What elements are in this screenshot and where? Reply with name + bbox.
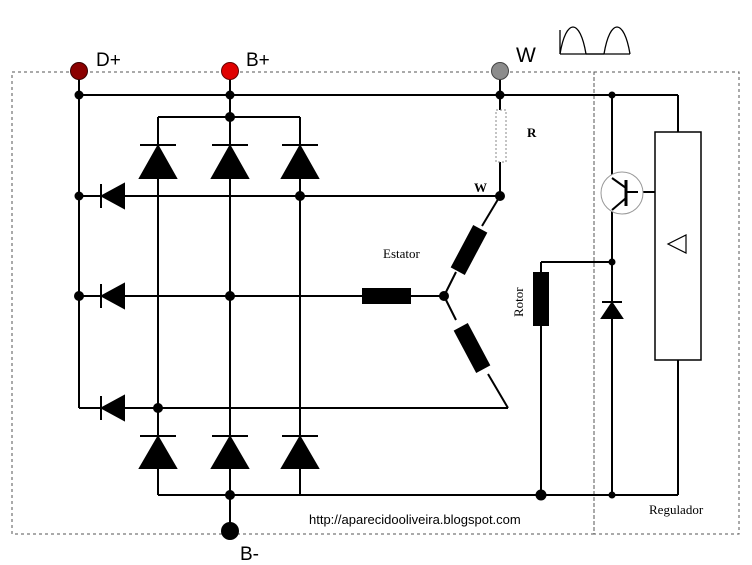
regulator-triangle-icon bbox=[666, 234, 687, 254]
regulator-label: Regulador bbox=[649, 502, 704, 517]
transistor-icon bbox=[600, 171, 644, 215]
b-minus-terminal bbox=[221, 522, 239, 540]
diode-exciter-3 bbox=[99, 394, 125, 422]
d-plus-terminal bbox=[70, 62, 88, 80]
regulator-ic bbox=[654, 131, 702, 361]
regulator-diode bbox=[600, 301, 624, 319]
stator-winding-horizontal bbox=[362, 288, 411, 304]
resistor-label: R bbox=[527, 125, 537, 140]
resistor-r bbox=[495, 109, 507, 163]
diode-exciter-2 bbox=[99, 282, 125, 310]
diode-lower-3 bbox=[280, 435, 320, 469]
alternator-enclosure bbox=[11, 71, 595, 535]
diode-exciter-1 bbox=[99, 182, 125, 210]
stator-winding-lower bbox=[453, 323, 491, 373]
diode-upper-3 bbox=[280, 143, 320, 179]
stator-label: Estator bbox=[383, 246, 420, 261]
exciter-diodes bbox=[99, 182, 125, 422]
rotor-label: Rotor bbox=[511, 287, 526, 317]
regulator-enclosure bbox=[593, 71, 740, 535]
rotor-winding bbox=[533, 272, 549, 326]
b-minus-label: B- bbox=[240, 544, 259, 565]
diode-lower-1 bbox=[138, 435, 178, 469]
w-terminal bbox=[491, 62, 509, 80]
b-plus-label: B+ bbox=[246, 50, 270, 71]
lower-diodes bbox=[138, 435, 320, 469]
w-node-label: W bbox=[474, 180, 487, 195]
junction-dots bbox=[74, 90, 616, 501]
stator-winding-upper bbox=[450, 225, 488, 275]
diode-lower-2 bbox=[210, 435, 250, 469]
upper-diodes bbox=[138, 143, 320, 179]
rectified-wave-icon bbox=[559, 26, 631, 55]
b-plus-terminal bbox=[221, 62, 239, 80]
diode-upper-2 bbox=[210, 143, 250, 179]
d-plus-label: D+ bbox=[96, 50, 121, 71]
w-terminal-label: W bbox=[516, 44, 536, 67]
diode-upper-1 bbox=[138, 143, 178, 179]
blog-url: http://aparecidooliveira.blogspot.com bbox=[309, 512, 521, 527]
